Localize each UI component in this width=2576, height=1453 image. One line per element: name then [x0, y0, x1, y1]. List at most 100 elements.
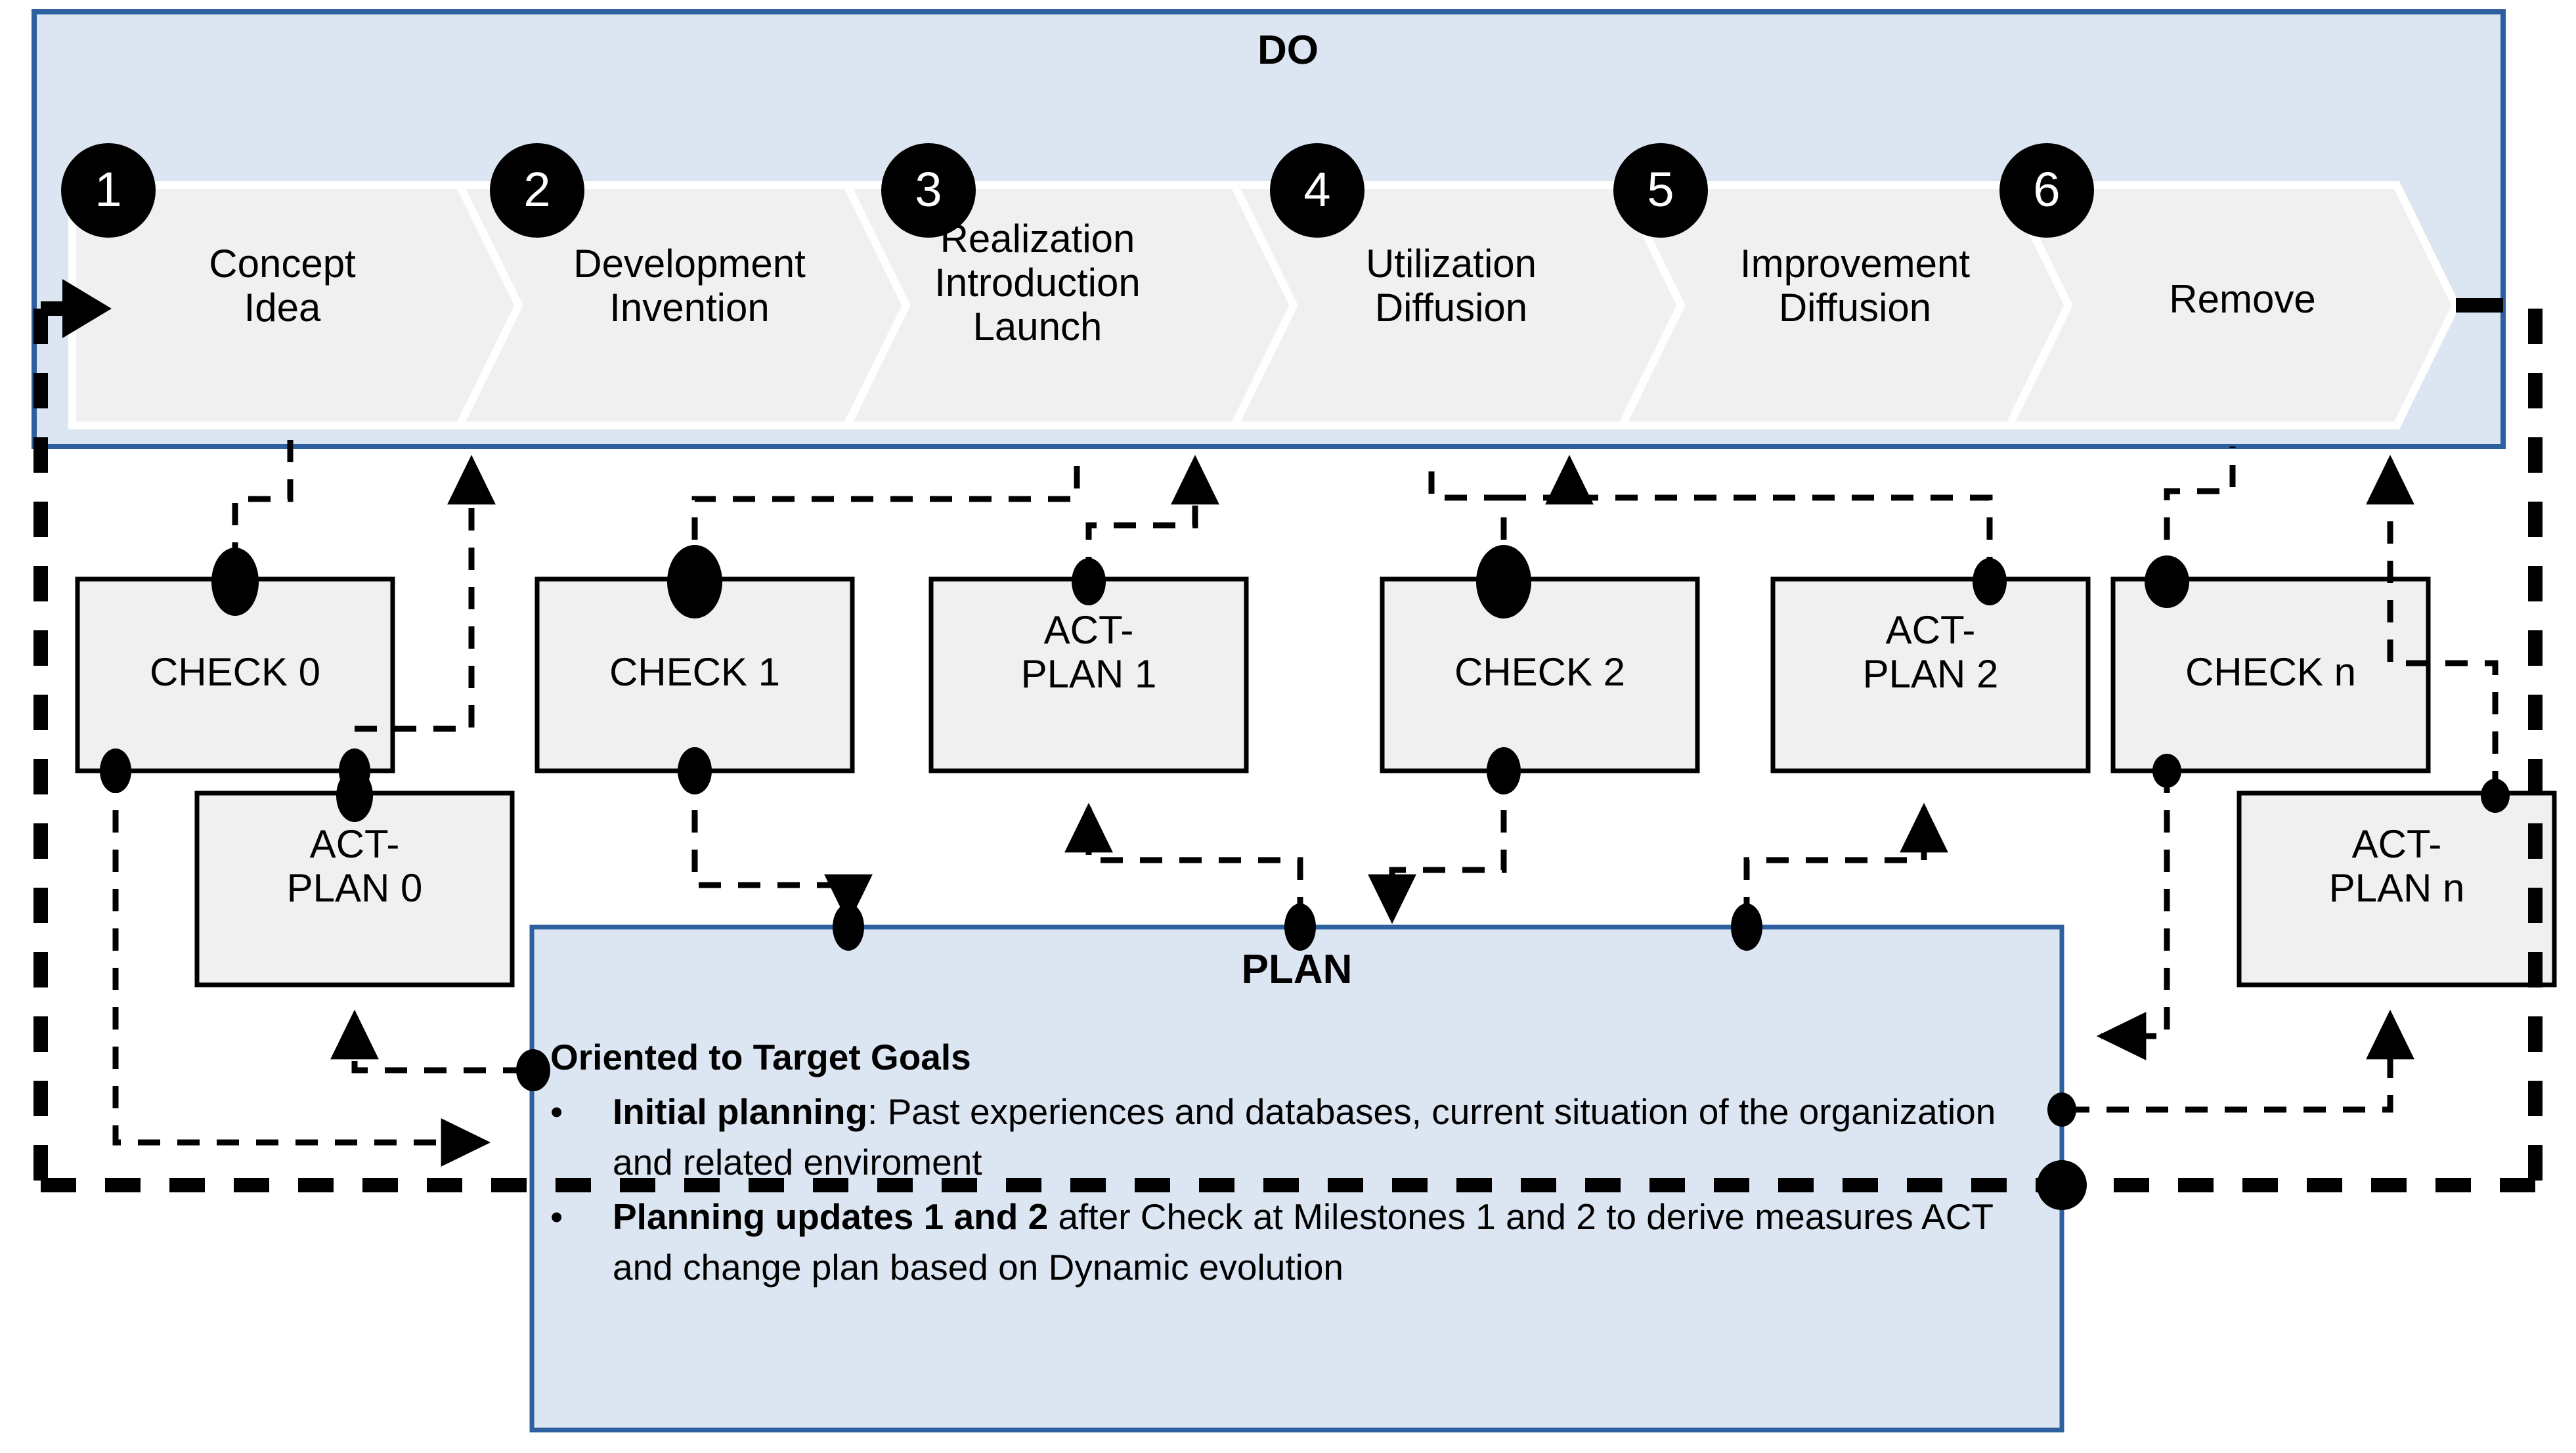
box-label-act-plan-2: ACT- PLAN 2	[1773, 608, 2088, 696]
step-number-circles	[61, 143, 2094, 238]
dot-plan-right-1	[2047, 1093, 2076, 1127]
conn-actplan2-up	[1569, 494, 1993, 579]
dot-check0-bottom	[100, 748, 131, 793]
box-label-act-plan-0-line1: ACT-	[309, 822, 400, 866]
step-number-2: 2	[523, 162, 551, 217]
process-chevrons	[68, 181, 2460, 429]
chevron-label-2-line2: Invention	[609, 286, 770, 330]
chevron-label-3-line2: Introduction	[934, 261, 1141, 305]
box-label-act-plan-0-line2: PLAN 0	[286, 866, 423, 911]
box-label-act-plan-n-line1: ACT-	[2351, 822, 2442, 866]
connection-dots	[100, 545, 2510, 1127]
plan-bullet-2-marker: •	[550, 1196, 563, 1237]
chevron-label-3-line1: Realization	[940, 217, 1135, 261]
chevron-label-2-line1: Development	[573, 242, 806, 286]
step-circle-4	[1270, 143, 1364, 238]
chevron-label-1-line1: Concept	[209, 242, 356, 286]
box-check-2	[1380, 576, 1700, 773]
box-label-check-2-line1: CHECK 2	[1454, 650, 1626, 694]
step-circle-1	[61, 143, 156, 238]
chevron-label-3: Realization Introduction Launch	[867, 217, 1208, 349]
dot-check0-top	[211, 548, 259, 616]
chevron-label-5: Improvement Diffusion	[1671, 242, 2039, 330]
chevron-label-3-line3: Launch	[972, 305, 1102, 349]
box-check-n	[2110, 576, 2431, 773]
dot-actplann-top	[2481, 779, 2510, 813]
dot-plan-top-3	[1731, 903, 1762, 951]
conn-checkn-to-plan	[2096, 771, 2170, 1060]
chevron-label-1: Concept Idea	[112, 242, 453, 330]
plan-heading: Oriented to Target Goals	[550, 1037, 971, 1077]
conn-check1-up	[691, 460, 1080, 579]
plan-bullet-1-rest: : Past experiences and databases, curren…	[613, 1091, 1996, 1182]
plan-bullet-2-text: Planning updates 1 and 2 after Check at …	[613, 1192, 2054, 1293]
dot-checkn-bottom	[2152, 754, 2181, 788]
dot-plan-top-2	[1284, 903, 1316, 951]
step-circle-3	[881, 143, 976, 238]
plan-bullet-2-bold: Planning updates 1 and 2	[613, 1196, 1049, 1237]
chevron-label-4: Utilization Diffusion	[1280, 242, 1622, 330]
chevron-label-6-line1: Remove	[2169, 277, 2316, 321]
outer-loop-entry-arrow	[41, 279, 112, 338]
plan-bullet-2-rest: after Check at Milestones 1 and 2 to der…	[613, 1196, 1994, 1288]
box-label-act-plan-1-line2: PLAN 1	[1020, 652, 1157, 697]
step-number-3: 3	[915, 162, 942, 217]
box-label-act-plan-n: ACT- PLAN n	[2239, 822, 2554, 910]
box-label-check-n-line1: CHECK n	[2185, 650, 2357, 694]
dot-check2-top	[1476, 545, 1531, 618]
conn-check1-to-plan	[691, 771, 873, 924]
dot-plan-top-1	[833, 903, 864, 951]
plan-bullet-2: • Planning updates 1 and 2 after Check a…	[550, 1192, 2054, 1293]
outer-feedback-loop	[33, 309, 2543, 1192]
conn-plan-to-actplan1	[1064, 802, 1303, 919]
conn-checkn-up	[2164, 446, 2236, 579]
chevron-label-1-line2: Idea	[244, 286, 321, 330]
junction-dot-plan-right-thick	[2037, 1160, 2087, 1210]
step-number-5: 5	[1647, 162, 1674, 217]
dot-actplan2-top	[1973, 558, 2007, 605]
box-label-act-plan-n-line2: PLAN n	[2328, 866, 2465, 911]
thin-connectors	[112, 440, 2499, 1167]
chevron-6	[2003, 181, 2460, 429]
box-label-act-plan-1-line1: ACT-	[1043, 608, 1134, 652]
plan-box-title: PLAN	[1241, 947, 1353, 992]
step-circle-6	[1999, 143, 2094, 238]
box-label-act-plan-2-line1: ACT-	[1885, 608, 1976, 652]
do-band-title: DO	[1257, 28, 1319, 73]
conn-check2-to-plan	[1368, 771, 1507, 924]
box-label-check-1-line1: CHECK 1	[609, 650, 781, 694]
box-act-plan-n	[2237, 791, 2557, 987]
dot-actplan1-top	[1072, 558, 1106, 605]
plan-bullet-1-text: Initial planning: Past experiences and d…	[613, 1087, 2054, 1188]
box-label-check-0: CHECK 0	[77, 650, 393, 694]
box-label-check-n: CHECK n	[2113, 650, 2428, 694]
conn-check0-to-plan	[112, 771, 491, 1167]
plan-bullet-1-marker: •	[550, 1091, 563, 1132]
chevron-label-4-line1: Utilization	[1365, 242, 1537, 286]
dot-check2-bottom	[1487, 747, 1521, 794]
dot-plan-left-upper	[516, 1049, 550, 1091]
step-number-1: 1	[95, 162, 122, 217]
step-number-4: 4	[1303, 162, 1331, 217]
dot-checkn-top	[2145, 555, 2189, 608]
plan-bullet-1: • Initial planning: Past experiences and…	[550, 1087, 2054, 1188]
conn-actplan1-up	[1085, 454, 1219, 579]
dot-check1-top	[667, 545, 722, 618]
box-label-check-0-line1: CHECK 0	[149, 650, 321, 694]
plan-box-body: Oriented to Target Goals • Initial plann…	[550, 1032, 2054, 1293]
conn-check2-up	[1428, 460, 1507, 579]
chevron-label-2: Development Invention	[519, 242, 860, 330]
conn-plan-to-actplan0	[330, 1009, 525, 1073]
box-label-check-1: CHECK 1	[537, 650, 852, 694]
dot-actplan0-top	[336, 770, 373, 822]
step-circle-5	[1613, 143, 1708, 238]
box-label-act-plan-0: ACT- PLAN 0	[197, 822, 512, 910]
box-act-plan-0	[194, 791, 515, 987]
conn-plan-to-actplann	[2067, 1009, 2414, 1113]
conn-plan-to-actplan2	[1743, 802, 1948, 919]
box-label-act-plan-2-line2: PLAN 2	[1862, 652, 1999, 697]
box-label-act-plan-1: ACT- PLAN 1	[931, 608, 1246, 696]
dot-check1-bottom	[678, 747, 712, 794]
